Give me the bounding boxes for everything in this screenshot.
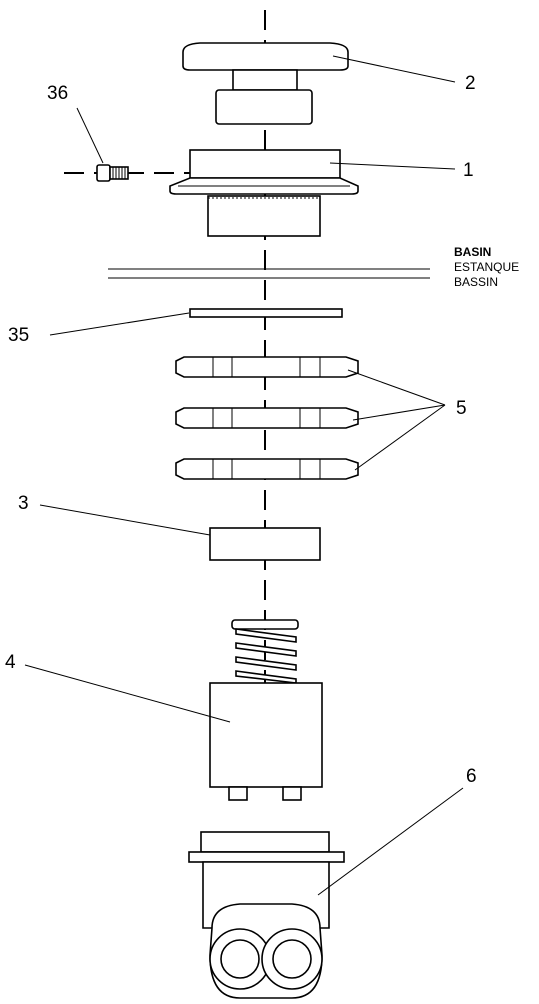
callout-2: 2 bbox=[465, 73, 476, 94]
leader-5c bbox=[354, 404, 446, 471]
part-4-spring-housing bbox=[209, 619, 323, 801]
leader-6 bbox=[317, 787, 464, 896]
callout-6: 6 bbox=[466, 766, 477, 787]
basin-label-fr: BASSIN bbox=[454, 275, 498, 289]
part-5-nut-a bbox=[175, 356, 359, 378]
callout-5: 5 bbox=[456, 398, 467, 419]
callout-35: 35 bbox=[8, 325, 29, 346]
callout-4: 4 bbox=[5, 652, 16, 673]
leader-2 bbox=[332, 55, 456, 83]
leader-3 bbox=[39, 504, 211, 536]
leader-5b bbox=[352, 404, 446, 421]
callout-1: 1 bbox=[463, 160, 474, 181]
part-1-fitting bbox=[169, 149, 359, 237]
leader-35 bbox=[49, 312, 190, 336]
basin-wall bbox=[108, 268, 430, 279]
part-6-body bbox=[188, 831, 345, 999]
callout-36: 36 bbox=[47, 83, 68, 104]
part-2-cap bbox=[182, 42, 349, 125]
part-5-nut-c bbox=[175, 458, 359, 480]
leader-5a bbox=[347, 369, 446, 406]
basin-label-en: BASIN bbox=[454, 245, 491, 259]
leader-36 bbox=[76, 107, 104, 164]
part-36-screw bbox=[64, 164, 205, 182]
leader-4 bbox=[24, 664, 231, 723]
basin-label-es: ESTANQUE bbox=[454, 260, 519, 274]
leader-1 bbox=[329, 162, 456, 170]
part-3-spacer bbox=[209, 527, 321, 561]
callout-3: 3 bbox=[18, 493, 29, 514]
part-35-gasket bbox=[189, 308, 343, 318]
part-5-nut-b bbox=[175, 407, 359, 429]
